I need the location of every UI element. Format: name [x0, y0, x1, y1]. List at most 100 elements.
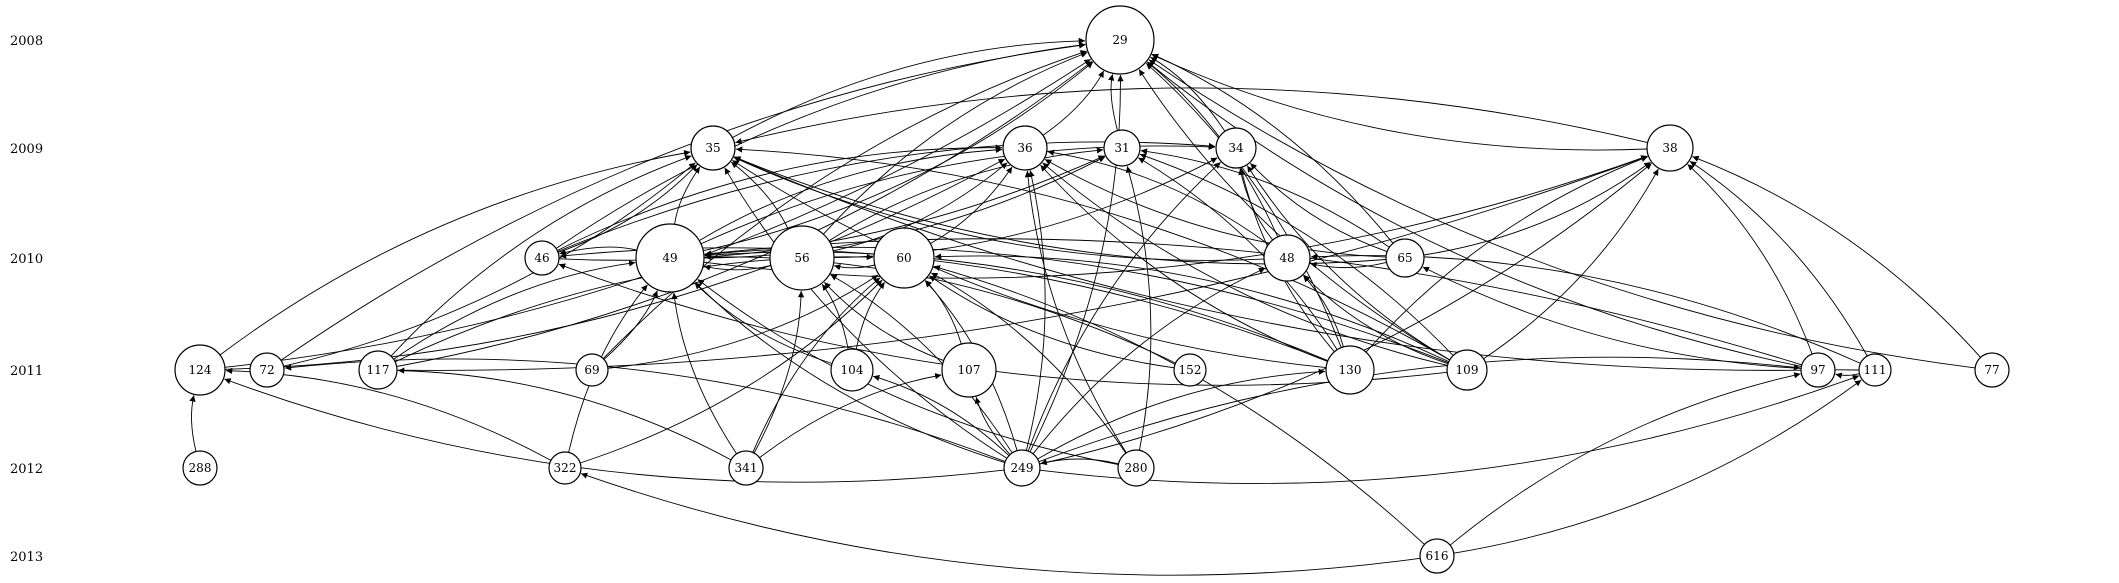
node-label-77: 77 [1984, 363, 1999, 377]
node-circle-48 [1263, 234, 1311, 282]
node-104: 104 [830, 348, 874, 392]
edge-109-to-48 [1303, 274, 1449, 365]
node-circle-36 [1002, 125, 1048, 171]
edge-56-to-49 [703, 264, 772, 271]
edge-124-to-35 [219, 149, 691, 356]
node-29: 29 [1085, 5, 1155, 75]
edge-34-to-29 [1150, 56, 1226, 132]
edge-109-to-46 [558, 263, 1448, 386]
edge-56-to-35 [730, 161, 789, 230]
node-circle-249 [1003, 449, 1041, 487]
node-31: 31 [1103, 129, 1141, 167]
edge-38-to-29 [1151, 54, 1648, 151]
edge-249-to-130 [1037, 368, 1326, 460]
edge-49-to-29 [703, 61, 1094, 252]
edge-56-to-31 [828, 147, 1104, 242]
year-label-2013: 2013 [10, 550, 43, 565]
edge-35-to-29 [732, 37, 1086, 138]
edge-65-to-34 [1250, 162, 1388, 253]
node-circle-341 [728, 450, 764, 486]
edge-60-to-36 [930, 166, 1013, 244]
node-label-280: 280 [1125, 461, 1148, 475]
edge-111-to-97 [1835, 372, 1860, 379]
edge-280-to-249 [1040, 458, 1119, 466]
node-label-341: 341 [735, 461, 758, 475]
edge-130-to-36 [1040, 164, 1328, 362]
node-label-38: 38 [1662, 141, 1677, 155]
node-circle-117 [358, 350, 398, 390]
edge-117-to-35 [390, 155, 692, 357]
node-label-97: 97 [1810, 363, 1825, 377]
edge-65-to-29 [1151, 53, 1394, 244]
edge-280-to-31 [1125, 166, 1152, 451]
node-69: 69 [575, 353, 609, 387]
edge-111-to-38 [1689, 160, 1868, 357]
edge-104-to-60 [855, 282, 886, 350]
node-117: 117 [358, 350, 398, 390]
node-72: 72 [249, 352, 285, 388]
node-label-152: 152 [1179, 363, 1202, 377]
edge-109-to-36 [1042, 162, 1448, 366]
node-60: 60 [873, 227, 935, 289]
node-34: 34 [1215, 127, 1257, 169]
edge-69-to-49 [603, 290, 658, 360]
node-label-107: 107 [958, 363, 981, 377]
edge-249-to-29 [1029, 74, 1124, 453]
node-circle-38 [1646, 124, 1694, 172]
edge-130-to-31 [1138, 157, 1338, 350]
year-label-2009: 2009 [10, 142, 43, 157]
edge-56-to-36 [833, 162, 1008, 252]
node-circle-72 [249, 352, 285, 388]
edge-77-to-38 [1692, 155, 1981, 358]
edge-31-to-29 [1108, 74, 1118, 131]
node-circle-111 [1858, 353, 1892, 387]
edge-280-to-49 [697, 279, 1119, 466]
node-77: 77 [1974, 352, 2010, 388]
node-circle-46 [524, 240, 560, 276]
edge-249-to-107 [974, 396, 1011, 455]
node-circle-124 [174, 344, 226, 396]
node-circle-616 [1419, 538, 1455, 574]
node-circle-97 [1800, 352, 1836, 388]
node-label-288: 288 [189, 461, 212, 475]
node-label-117: 117 [367, 363, 390, 377]
edge-249-to-36 [1025, 170, 1046, 451]
edge-341-to-117 [397, 367, 732, 461]
node-circle-104 [830, 348, 874, 392]
node-38: 38 [1646, 124, 1694, 172]
node-label-56: 56 [794, 251, 809, 265]
node-circle-56 [769, 225, 835, 291]
edge-97-to-35 [733, 156, 1802, 371]
node-109: 109 [1446, 349, 1488, 391]
edge-249-to-124 [224, 378, 1005, 483]
edge-288-to-124 [189, 395, 197, 452]
node-label-72: 72 [259, 363, 274, 377]
edge-130-to-35 [732, 160, 1327, 369]
node-label-322: 322 [554, 461, 577, 475]
edge-109-to-38 [1483, 168, 1659, 360]
edge-616-to-97 [1449, 372, 1801, 546]
edge-65-to-38 [1423, 161, 1651, 256]
edge-65-to-48 [1310, 261, 1387, 269]
edge-109-to-31 [1139, 153, 1454, 356]
edge-249-to-34 [1027, 161, 1221, 452]
edge-616-to-322 [580, 472, 1421, 576]
node-130: 130 [1325, 345, 1375, 395]
edge-49-to-46 [559, 246, 638, 256]
node-label-35: 35 [705, 141, 720, 155]
node-249: 249 [1003, 449, 1041, 487]
node-65: 65 [1385, 238, 1425, 278]
node-107: 107 [941, 342, 997, 398]
node-circle-35 [690, 125, 736, 171]
edge-249-to-56 [830, 274, 1013, 454]
node-label-111: 111 [1864, 363, 1887, 377]
node-48: 48 [1263, 234, 1311, 282]
node-circle-60 [873, 227, 935, 289]
edge-97-to-29 [1147, 61, 1802, 367]
edge-97-to-38 [1687, 163, 1813, 355]
edges [189, 37, 1981, 576]
node-circle-65 [1385, 238, 1425, 278]
node-label-104: 104 [841, 363, 864, 377]
edge-616-to-60 [933, 265, 1425, 545]
node-label-36: 36 [1017, 141, 1032, 155]
